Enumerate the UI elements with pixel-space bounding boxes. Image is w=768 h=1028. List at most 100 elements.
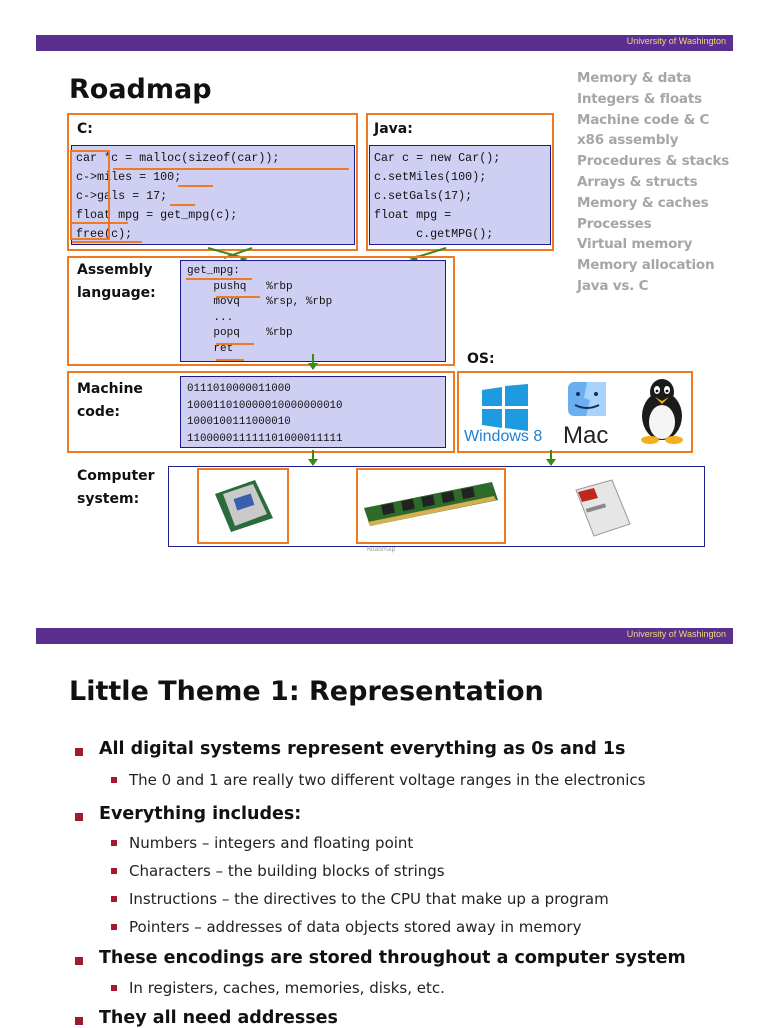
- c-type-highlight: [70, 150, 110, 240]
- code-line: c.setGals(17);: [374, 189, 473, 203]
- code-line: ret: [187, 342, 234, 355]
- os-section: [457, 371, 693, 453]
- slide-title: Little Theme 1: Representation: [69, 676, 544, 707]
- code-line: 100011010000010000000010: [187, 399, 343, 412]
- memory-highlight: [356, 468, 506, 544]
- mac-label: Mac: [563, 422, 609, 449]
- assembly-label-line2: language:: [77, 285, 156, 301]
- sub-bullet-marker: [111, 896, 117, 902]
- c-label: C:: [77, 121, 93, 137]
- roadmap-slide: University of Washington Roadmap Memory …: [36, 35, 733, 553]
- linux-tux-icon: [641, 379, 683, 444]
- arrow-os-to-system: [546, 450, 556, 466]
- c-underline: [72, 241, 142, 243]
- sub-bullet-text: Instructions – the directives to the CPU…: [129, 890, 609, 908]
- code-line: car *c = malloc(sizeof(car));: [76, 151, 280, 165]
- bullet-text: Everything includes:: [99, 804, 302, 824]
- computer-system-box: [168, 466, 705, 547]
- code-line: float mpg = get_mpg(c);: [76, 208, 238, 222]
- cpu-highlight: [197, 468, 289, 544]
- topic-item: Memory allocation: [577, 257, 715, 274]
- topic-item: Memory & caches: [577, 194, 709, 211]
- topic-item: Virtual memory: [577, 236, 693, 253]
- assembly-label-line1: Assembly: [77, 262, 153, 278]
- sub-bullet-marker: [111, 868, 117, 874]
- bullet-text: All digital systems represent everything…: [99, 739, 626, 759]
- machine-label-line1: Machine: [77, 381, 143, 397]
- code-line: c->gals = 17;: [76, 189, 168, 203]
- code-line: c.setMiles(100);: [374, 170, 487, 184]
- sub-bullet-marker: [111, 924, 117, 930]
- slide-title: Roadmap: [69, 74, 212, 105]
- bullet-text: These encodings are stored throughout a …: [99, 948, 686, 968]
- os-label: OS:: [467, 351, 495, 367]
- sub-bullet-text: Characters – the building blocks of stri…: [129, 862, 445, 880]
- asm-underline: [216, 343, 254, 345]
- asm-underline: [216, 296, 260, 298]
- code-line: Car c = new Car();: [374, 151, 501, 165]
- asm-underline: [216, 359, 244, 361]
- c-underline: [170, 204, 195, 206]
- sub-bullet-marker: [111, 985, 117, 991]
- java-section: [366, 113, 554, 251]
- bullet-marker: [75, 957, 83, 965]
- cpu-chip-icon: [215, 480, 273, 532]
- slide-caption: Roadmap: [367, 546, 396, 553]
- code-line: pushq %rbp: [187, 280, 293, 293]
- c-underline: [72, 222, 128, 224]
- header-bar: University of Washington: [36, 35, 733, 51]
- machine-label-line2: code:: [77, 404, 121, 420]
- code-line: 110000011111101000011111: [187, 432, 343, 445]
- code-line: float mpg =: [374, 208, 452, 222]
- code-line: ...: [187, 311, 234, 324]
- topic-item: Java vs. C: [577, 277, 649, 294]
- java-code-block: Car c = new Car(); c.setMiles(100); c.se…: [369, 145, 551, 245]
- topic-item: Memory & data: [577, 70, 692, 86]
- topic-list: Memory & data Integers & floats Machine …: [577, 68, 729, 297]
- assembly-code-block: get_mpg: pushq %rbp movq %rsp, %rbp ... …: [180, 260, 446, 362]
- bullet-marker: [75, 813, 83, 821]
- header-university: University of Washington: [626, 36, 726, 46]
- computer-system-label-line1: Computer: [77, 468, 155, 484]
- mac-finder-icon: [568, 382, 606, 416]
- sub-bullet-text: Numbers – integers and floating point: [129, 834, 414, 852]
- arrow-machine-to-system: [308, 450, 318, 466]
- machine-code-block: 0111010000011000 10001101000001000000001…: [180, 376, 446, 448]
- sub-bullet-marker: [111, 777, 117, 783]
- java-label: Java:: [374, 121, 413, 137]
- code-line: get_mpg:: [187, 265, 240, 277]
- code-line: 0111010000011000: [187, 383, 291, 395]
- asm-underline: [186, 278, 252, 280]
- code-line: popq %rbp: [187, 327, 293, 339]
- topic-item: Processes: [577, 215, 652, 232]
- windows-8-label: Windows 8: [464, 428, 543, 445]
- code-line: free(c);: [76, 227, 133, 241]
- topic-item: Machine code & C: [577, 111, 710, 128]
- windows-logo-icon: [482, 384, 528, 431]
- bullet-marker: [75, 748, 83, 756]
- topic-item: Integers & floats: [577, 90, 702, 107]
- code-line: c->miles = 100;: [76, 170, 182, 184]
- computer-system-label-line2: system:: [77, 491, 140, 507]
- topic-item: Arrays & structs: [577, 173, 698, 190]
- topic-item: x86 assembly: [577, 132, 679, 149]
- sub-bullet-marker: [111, 840, 117, 846]
- header-bar: University of Washington: [36, 628, 733, 644]
- code-line: c.getMPG();: [374, 227, 494, 241]
- sub-bullet-text: Pointers – addresses of data objects sto…: [129, 918, 582, 936]
- ram-module-icon: [364, 482, 498, 526]
- sub-bullet-text: In registers, caches, memories, disks, e…: [129, 979, 445, 997]
- bullet-text: They all need addresses: [99, 1008, 338, 1028]
- c-underline: [113, 168, 349, 170]
- bullet-marker: [75, 1017, 83, 1025]
- ssd-drive-icon: [575, 479, 631, 537]
- machine-code-section: [67, 371, 455, 453]
- topic-item: Procedures & stacks: [577, 153, 730, 170]
- code-line: 1000100111000010: [187, 416, 291, 428]
- c-code-block: car *c = malloc(sizeof(car)); c->miles =…: [71, 145, 355, 245]
- header-university: University of Washington: [626, 629, 726, 639]
- sub-bullet-text: The 0 and 1 are really two different vol…: [129, 771, 646, 789]
- c-underline: [178, 185, 213, 187]
- assembly-section: [67, 256, 455, 366]
- representation-slide: University of Washington Little Theme 1:…: [0, 600, 768, 1028]
